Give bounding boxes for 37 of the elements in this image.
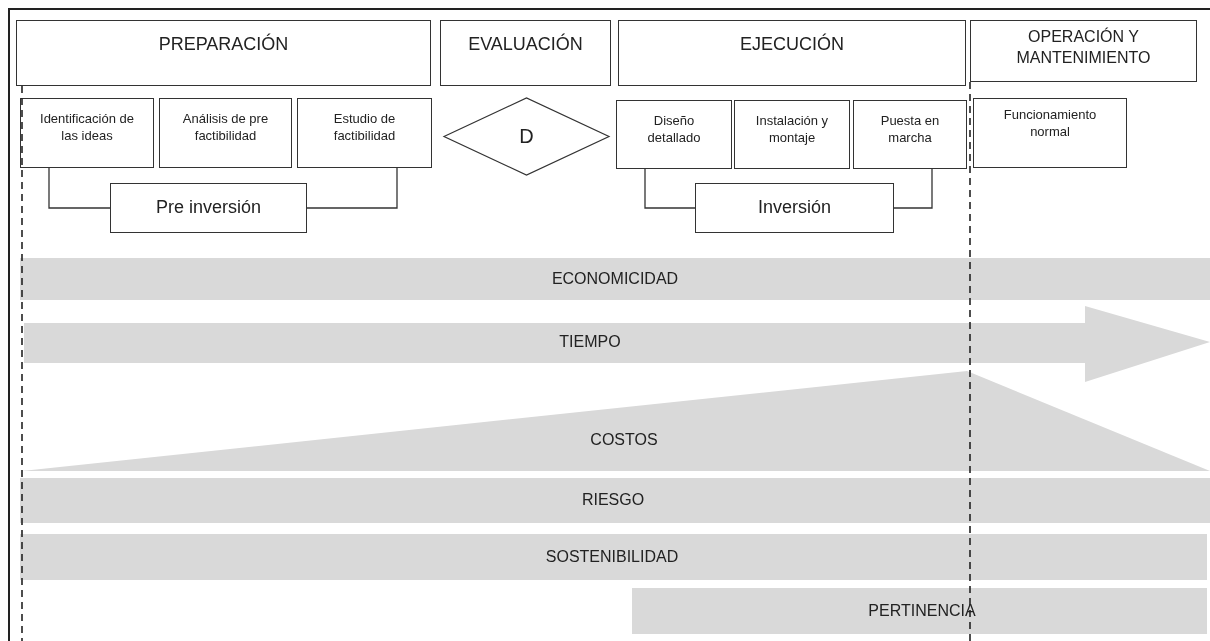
stage-box [853, 100, 967, 169]
stage-box [297, 98, 432, 168]
stage-box [734, 100, 850, 169]
label-text: Estudio de factibilidad [332, 111, 397, 145]
label-text: RIESGO [581, 491, 645, 509]
label-text: Identificación de las ideas [39, 111, 135, 145]
label-text: ECONOMICIDAD [551, 270, 679, 288]
label-text: Instalación y montaje [754, 113, 830, 147]
phase-header [618, 20, 966, 86]
label-text: EJECUCIÓN [740, 33, 844, 56]
stage-box [973, 98, 1127, 168]
bracket-connector [644, 168, 696, 209]
stage-box [20, 98, 154, 168]
phase-header [16, 20, 431, 86]
group-box [110, 183, 307, 233]
bracket-connector [306, 167, 398, 209]
label-text: Inversión [757, 196, 831, 220]
bracket-connector [893, 168, 933, 209]
label-text: Puesta en marcha [879, 113, 941, 147]
bracket-connector [48, 167, 111, 209]
label-text: PREPARACIÓN [158, 33, 289, 56]
phase-header [970, 20, 1197, 82]
stage-box [616, 100, 732, 169]
label-text: PERTINENCIA [868, 602, 976, 620]
label-text: Análisis de pre factibilidad [181, 111, 270, 145]
stage-box [159, 98, 292, 168]
phase-header [440, 20, 611, 86]
label-text: COSTOS [590, 431, 658, 449]
group-box [695, 183, 894, 233]
label-text: D [519, 125, 534, 148]
label-text: Funcionamiento normal [1002, 107, 1098, 141]
label-text: EVALUACIÓN [468, 33, 583, 56]
label-text: TIEMPO [559, 333, 621, 351]
label-text: OPERACIÓN Y MANTENIMIENTO [1015, 27, 1152, 68]
label-text: Pre inversión [155, 196, 261, 220]
label-text: SOSTENIBILIDAD [545, 548, 679, 566]
label-text: Diseño detallado [646, 113, 702, 147]
